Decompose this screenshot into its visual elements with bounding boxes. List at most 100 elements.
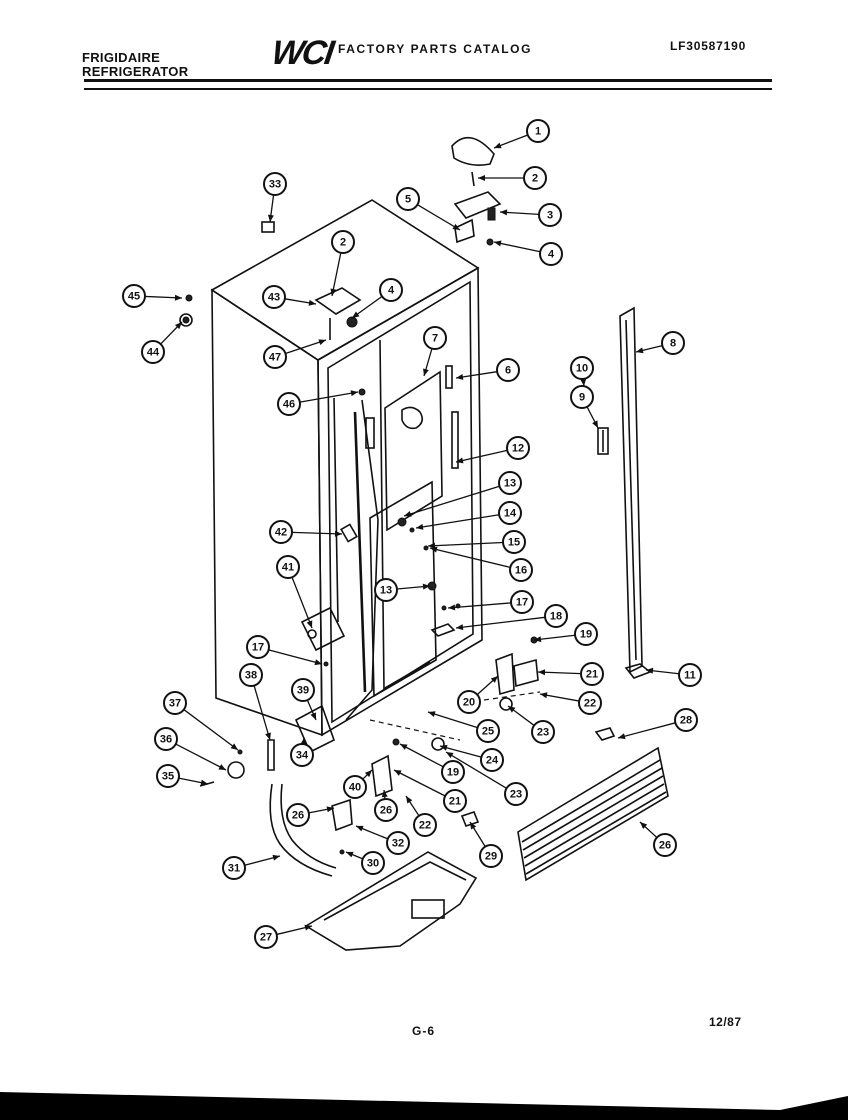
callout-circle [263, 172, 287, 196]
leader-line-24 [439, 745, 482, 758]
callout-number: 4 [548, 249, 555, 261]
callout-number: 27 [260, 932, 272, 944]
callout-number: 18 [550, 611, 562, 623]
toe-grille [517, 746, 669, 882]
callout-circle [277, 392, 301, 416]
leader-arrowhead-2 [478, 175, 485, 181]
callout-circle [479, 844, 503, 868]
callout-circle [122, 284, 146, 308]
callout-number: 46 [283, 399, 295, 411]
top-hinge-assembly [451, 136, 502, 246]
leader-line-37 [183, 709, 239, 751]
callout-number: 26 [292, 810, 304, 822]
leader-line-25 [427, 711, 478, 729]
brand-name: FRIGIDAIRE [82, 50, 161, 65]
leader-arrowhead-10 [580, 378, 587, 386]
callout-circle [262, 285, 286, 309]
leader-arrowhead-21 [394, 770, 402, 776]
callout-number: 23 [537, 727, 549, 739]
callout-number: 41 [282, 562, 294, 574]
callout-circle [276, 555, 300, 579]
part-callout-17: 17 [246, 635, 270, 659]
callout-circle [254, 925, 278, 949]
callout-number: 10 [576, 363, 588, 375]
leader-arrowhead-6 [456, 373, 464, 380]
callout-number: 25 [482, 726, 494, 738]
leader-arrowhead-17 [314, 659, 322, 666]
part-callout-42: 42 [269, 520, 293, 544]
callout-circle [156, 764, 180, 788]
callout-number: 4 [388, 285, 395, 297]
callout-circle [154, 727, 178, 751]
callout-circle [496, 358, 520, 382]
grille-clips [460, 727, 616, 827]
leader-line-2 [331, 252, 342, 297]
part-callout-8: 8 [661, 331, 685, 355]
callout-circle [286, 803, 310, 827]
leader-line-28 [617, 722, 676, 739]
callout-number: 14 [504, 508, 517, 520]
callout-number: 13 [504, 478, 516, 490]
leader-arrowhead-30 [346, 851, 354, 858]
callout-number: 34 [296, 750, 309, 762]
leader-arrowhead-23 [508, 706, 516, 713]
callout-number: 36 [160, 734, 172, 746]
part-callout-9: 9 [570, 385, 594, 409]
part-callout-30: 30 [361, 851, 385, 875]
leader-arrowhead-20 [490, 676, 498, 683]
leader-arrowhead-27 [304, 924, 312, 931]
callout-circle [343, 775, 367, 799]
leader-line-17 [268, 649, 323, 665]
callout-circle [374, 578, 398, 602]
leader-arrowhead-28 [618, 733, 626, 740]
leader-arrowhead-19 [400, 744, 408, 750]
leader-arrowhead-33 [267, 214, 274, 222]
part-callout-7: 7 [423, 326, 447, 350]
part-callout-14: 14 [498, 501, 522, 525]
page-number: G-6 [412, 1024, 436, 1038]
callout-circle [331, 230, 355, 254]
part-callout-29: 29 [479, 844, 503, 868]
callout-number: 20 [463, 697, 475, 709]
callout-number: 13 [380, 585, 392, 597]
callout-circle [498, 471, 522, 495]
leader-line-4 [493, 241, 541, 253]
part-callout-4: 4 [379, 278, 403, 302]
callout-circle [291, 678, 315, 702]
callout-circle [570, 356, 594, 380]
callout-number: 42 [275, 527, 287, 539]
leader-line-18 [455, 616, 546, 629]
leader-arrowhead-2 [330, 288, 337, 296]
part-callout-31: 31 [222, 856, 246, 880]
part-callout-13: 13 [498, 471, 522, 495]
leader-arrowhead-7 [423, 368, 429, 376]
part-callout-24: 24 [480, 748, 504, 772]
leader-line-42 [291, 531, 343, 535]
part-callout-17: 17 [510, 590, 534, 614]
leader-arrowhead-38 [265, 732, 271, 740]
callout-circle [674, 708, 698, 732]
part-callout-43: 43 [262, 285, 286, 309]
part-callout-23: 23 [531, 720, 555, 744]
callout-number: 35 [162, 771, 174, 783]
leader-arrowhead-13 [404, 511, 412, 517]
callout-number: 31 [228, 863, 240, 875]
leader-line-47 [285, 339, 327, 355]
callout-circle [396, 187, 420, 211]
callout-circle [476, 719, 500, 743]
callout-circle [239, 663, 263, 687]
callout-circle [423, 326, 447, 350]
callout-number: 3 [547, 210, 553, 222]
callout-number: 8 [670, 338, 676, 350]
leader-arrowhead-40 [364, 770, 372, 778]
brand-block: FRIGIDAIRE REFRIGERATOR [82, 51, 188, 79]
callout-number: 40 [349, 782, 361, 794]
callout-circle [441, 760, 465, 784]
leader-line-21 [537, 671, 582, 675]
part-callout-20: 20 [457, 690, 481, 714]
part-callout-3: 3 [538, 203, 562, 227]
part-callout-15: 15 [502, 530, 526, 554]
part-callout-40: 40 [343, 775, 367, 799]
leader-arrowhead-25 [428, 711, 436, 717]
